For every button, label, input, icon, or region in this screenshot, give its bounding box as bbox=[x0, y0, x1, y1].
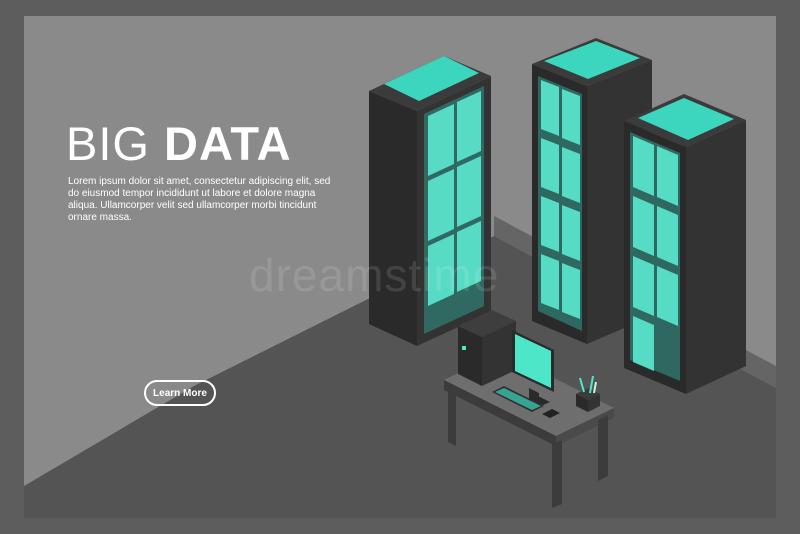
keyboard bbox=[492, 386, 544, 412]
banner-canvas: BIG DATA Lorem ipsum dolor sit amet, con… bbox=[24, 16, 776, 518]
server-rack-left bbox=[369, 56, 491, 346]
pc-tower bbox=[458, 310, 516, 386]
page-title: BIG DATA bbox=[66, 116, 292, 172]
learn-more-button[interactable]: Learn More bbox=[144, 380, 216, 406]
isometric-scene bbox=[24, 16, 776, 518]
pencil-cup bbox=[576, 375, 600, 412]
monitor bbox=[512, 330, 554, 409]
server-rack-right bbox=[624, 94, 746, 394]
title-light: BIG bbox=[66, 117, 165, 170]
mouse bbox=[542, 409, 560, 418]
hero-body: Lorem ipsum dolor sit amet, consectetur … bbox=[68, 176, 331, 223]
title-bold: DATA bbox=[164, 117, 292, 170]
